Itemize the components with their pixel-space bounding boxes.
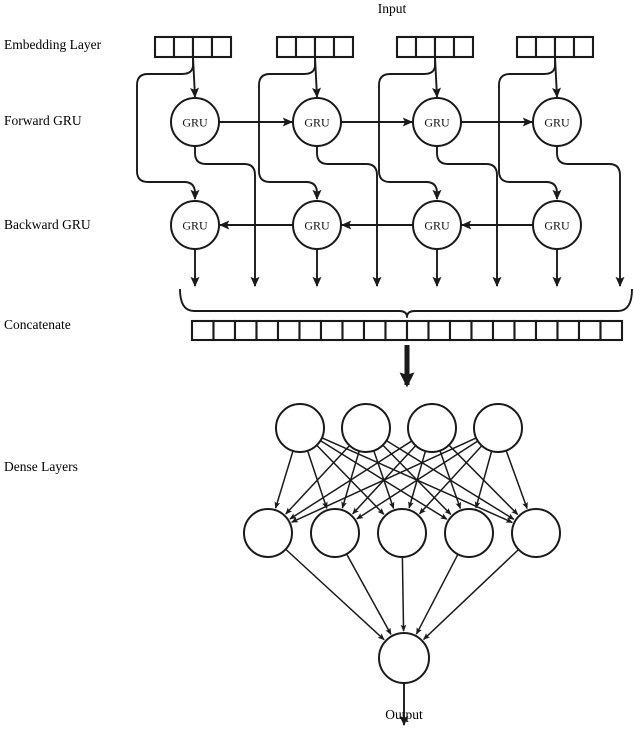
concatenate-cell xyxy=(470,319,495,342)
concatenate-cell xyxy=(341,319,366,342)
dense-layer-nodes xyxy=(243,403,561,684)
embedding-cell xyxy=(515,35,538,59)
dense-edge-l1-l2 xyxy=(418,445,483,515)
concatenate-cell xyxy=(255,319,280,342)
forward-gru-output-path xyxy=(194,146,260,288)
embedding-cell xyxy=(572,35,595,59)
label-input: Input xyxy=(377,1,407,16)
gru-output-connectors xyxy=(190,146,625,288)
concatenate-cell xyxy=(276,319,301,342)
label-backward-gru: Backward GRU xyxy=(4,217,91,232)
backward-gru-node xyxy=(532,200,582,250)
embedding-cell xyxy=(332,35,355,59)
concatenate-cell xyxy=(319,319,344,342)
dense-layer-2-node xyxy=(511,508,561,558)
dense-edge-l2-out xyxy=(285,548,385,641)
dense-layer-1-node xyxy=(407,403,457,453)
dense-edge-l1-l2 xyxy=(289,440,413,520)
dense-edge-l1-l2 xyxy=(505,450,528,510)
forward-gru-node xyxy=(292,97,342,147)
embedding-cell xyxy=(534,35,557,59)
forward-gru-node-label: GRU xyxy=(544,116,570,130)
embedding-to-backward-gru-path xyxy=(498,58,562,201)
gru-nodes-group: GRU GRU GRU GRU GRU GRU GRU GRU xyxy=(170,97,582,250)
embedding-cell xyxy=(172,35,195,59)
dense-layer-edges xyxy=(274,437,528,641)
concatenate-cell xyxy=(384,319,409,342)
label-forward-gru: Forward GRU xyxy=(4,113,82,128)
embedding-to-backward-gru-path xyxy=(378,58,442,201)
forward-gru-output-path xyxy=(436,146,502,288)
label-concatenate: Concatenate xyxy=(4,317,71,332)
concatenate-cell xyxy=(190,319,215,342)
dense-edge-l2-out xyxy=(423,548,520,640)
forward-gru-output-path xyxy=(316,146,382,288)
concatenate-cell xyxy=(212,319,237,342)
dense-edge-l1-l2 xyxy=(356,440,479,520)
dense-layer-2-node xyxy=(444,508,494,558)
concatenate-cell xyxy=(534,319,559,342)
dense-edge-l1-l2 xyxy=(474,450,493,509)
concatenate-cell xyxy=(513,319,538,342)
embedding-cell xyxy=(433,35,456,59)
backward-gru-node-label: GRU xyxy=(424,219,450,233)
forward-gru-node-label: GRU xyxy=(424,116,450,130)
concatenate-bar-group xyxy=(190,319,624,342)
dense-layer-1-node xyxy=(275,403,325,453)
concatenate-cell xyxy=(448,319,473,342)
dense-layer-1-node xyxy=(341,403,391,453)
concatenate-cell xyxy=(599,319,624,342)
forward-gru-output-path xyxy=(556,146,625,288)
dense-edge-l2-out xyxy=(345,553,392,635)
embedding-cell xyxy=(191,35,214,59)
embedding-cell xyxy=(275,35,298,59)
concatenate-cell xyxy=(405,319,430,342)
embedding-cell xyxy=(395,35,418,59)
backward-gru-node-label: GRU xyxy=(182,219,208,233)
label-dense-layers: Dense Layers xyxy=(4,459,78,474)
brace-path xyxy=(179,288,633,318)
dense-edge-l1-l2 xyxy=(274,450,294,509)
backward-gru-node-label: GRU xyxy=(544,219,570,233)
embedding-cell xyxy=(153,35,176,59)
embedding-cell xyxy=(452,35,475,59)
concatenate-cell xyxy=(362,319,387,342)
dense-edge-l2-out xyxy=(415,553,459,635)
embedding-to-gru-connectors xyxy=(136,56,562,201)
forward-gru-node xyxy=(532,97,582,147)
embedding-layer-group xyxy=(153,35,595,59)
dense-layer-2-node xyxy=(243,508,293,558)
concatenate-brace xyxy=(179,288,633,318)
embedding-cell xyxy=(294,35,317,59)
forward-gru-node xyxy=(170,97,220,147)
backward-gru-node xyxy=(292,200,342,250)
concatenate-cell xyxy=(298,319,323,342)
embedding-to-backward-gru-path xyxy=(136,58,200,201)
dense-layer-2-node xyxy=(310,508,360,558)
forward-gru-node-label: GRU xyxy=(304,116,330,130)
forward-gru-node xyxy=(412,97,462,147)
embedding-to-backward-gru-path xyxy=(258,58,322,201)
concatenate-cell xyxy=(577,319,602,342)
concatenate-cell xyxy=(491,319,516,342)
dense-edge-l1-l2 xyxy=(285,445,351,515)
backward-gru-node xyxy=(170,200,220,250)
embedding-cell xyxy=(313,35,336,59)
embedding-cell xyxy=(553,35,576,59)
backward-gru-node-label: GRU xyxy=(304,219,330,233)
concatenate-cell xyxy=(556,319,581,342)
backward-gru-node xyxy=(412,200,462,250)
dense-edge-l2-out xyxy=(400,556,407,632)
embedding-cell xyxy=(414,35,437,59)
forward-gru-node-label: GRU xyxy=(182,116,208,130)
dense-layer-2-node xyxy=(377,508,427,558)
output-node xyxy=(378,632,430,684)
label-embedding-layer: Embedding Layer xyxy=(4,37,102,52)
dense-layer-1-node xyxy=(473,403,523,453)
dense-edge-l1-l2 xyxy=(291,437,477,523)
concatenate-cell xyxy=(233,319,258,342)
concatenate-cell xyxy=(427,319,452,342)
embedding-cell xyxy=(210,35,233,59)
